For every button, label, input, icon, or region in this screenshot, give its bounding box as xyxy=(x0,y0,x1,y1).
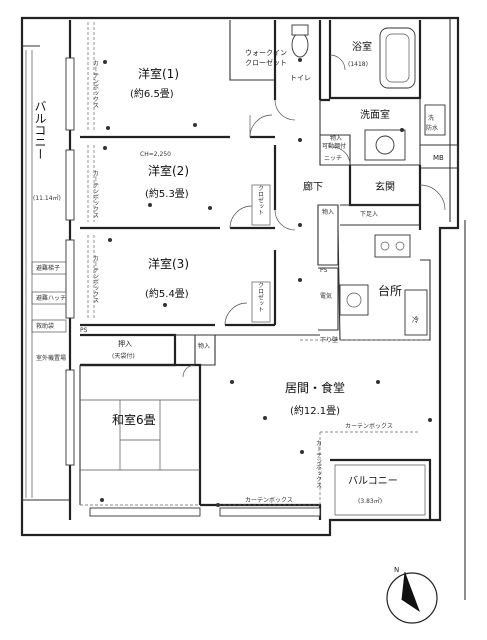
toilet-name: トイレ xyxy=(290,74,311,82)
walkin-name2: クローゼット xyxy=(245,58,287,67)
ps-label-2: PS xyxy=(80,327,88,334)
ceiling-lights xyxy=(100,58,432,507)
curtain-box-label-2: カーテンボックス xyxy=(92,170,99,218)
curtain-box-label-4: カーテンボックス xyxy=(345,422,393,430)
bath-size: (1418) xyxy=(348,61,368,68)
balcony-west-area: (11.14㎡) xyxy=(33,194,61,202)
western2-area: (約5.3畳) xyxy=(145,187,189,200)
bath-name: 浴室 xyxy=(352,40,372,53)
balcony-south-area: (3.83㎡) xyxy=(358,497,382,505)
compass-north: N xyxy=(394,566,399,574)
rescue-label: 救助袋 xyxy=(36,322,54,330)
western2-name: 洋室(2) xyxy=(148,163,189,178)
oshiire-sub: (天袋付) xyxy=(112,352,135,360)
curtain-box-label-1: カーテンボックス xyxy=(92,60,99,108)
hallway-name: 廊下 xyxy=(303,180,323,193)
doors xyxy=(182,54,446,378)
living-name: 居間・食堂 xyxy=(285,380,345,395)
fire-exit-label: 避難ハッチ xyxy=(36,294,66,302)
ps-label: PS xyxy=(320,267,328,274)
western3-area: (約5.4畳) xyxy=(145,287,189,300)
washroom-name: 洗面室 xyxy=(360,108,390,121)
hall-storage-label: 物入 xyxy=(322,208,334,216)
storage-label: 物入 xyxy=(330,134,342,142)
curtain-box-label-5: カーテンボックス xyxy=(315,440,322,488)
curtain-box-label-6: カーテンボックス xyxy=(245,496,293,504)
shoe-storage-label: 下足入 xyxy=(360,211,378,218)
oshiire-name: 押入 xyxy=(118,339,132,348)
storage-movable-label: 可動棚付 xyxy=(322,142,346,150)
living-area: (約12.1畳) xyxy=(290,404,340,417)
hanging-wall-label: 下り壁 xyxy=(320,336,338,344)
kitchen-name: 台所 xyxy=(378,283,402,298)
fixtures xyxy=(291,24,446,336)
washitsu-name: 和室6畳 xyxy=(112,412,156,427)
western3-name: 洋室(3) xyxy=(148,256,189,271)
curtain-box-label-3: カーテンボックス xyxy=(92,255,99,303)
western1-area: (約6.5畳) xyxy=(130,87,174,100)
outdoor-unit-label: 室外機置場 xyxy=(36,354,66,362)
washer-label: 洗 xyxy=(428,114,434,122)
evac-ladder-label: 避難梯子 xyxy=(36,264,60,272)
closet-label-2: クロゼット xyxy=(257,185,264,215)
room-labels: 洋室(1) (約6.5畳) 洋室(2) (約5.3畳) 洋室(3) (約5.4畳… xyxy=(33,40,444,505)
fridge-label: 冷 xyxy=(412,315,419,324)
storage-label-2: 物入 xyxy=(198,342,210,350)
western1-name: 洋室(1) xyxy=(138,66,179,81)
shower-label: 防水 xyxy=(426,124,438,132)
walkin-name1: ウォークイン xyxy=(245,49,287,57)
elec-label: 電気 xyxy=(320,292,332,300)
balcony-west-name: バルコニー xyxy=(33,100,47,160)
ceiling-height: CH=2,250 xyxy=(140,151,171,158)
windows-left xyxy=(65,57,321,517)
closet-label-3: クロゼット xyxy=(257,282,264,312)
mb-name: MB xyxy=(433,154,444,162)
tatami-mats xyxy=(80,399,200,471)
annotations: カーテンボックス カーテンボックス カーテンボックス カーテンボックス カーテン… xyxy=(31,60,438,504)
niche-label: ニッチ xyxy=(324,155,342,162)
balcony-south-name: バルコニー xyxy=(348,475,398,487)
entrance-name: 玄関 xyxy=(375,180,395,193)
compass: N xyxy=(386,566,438,624)
